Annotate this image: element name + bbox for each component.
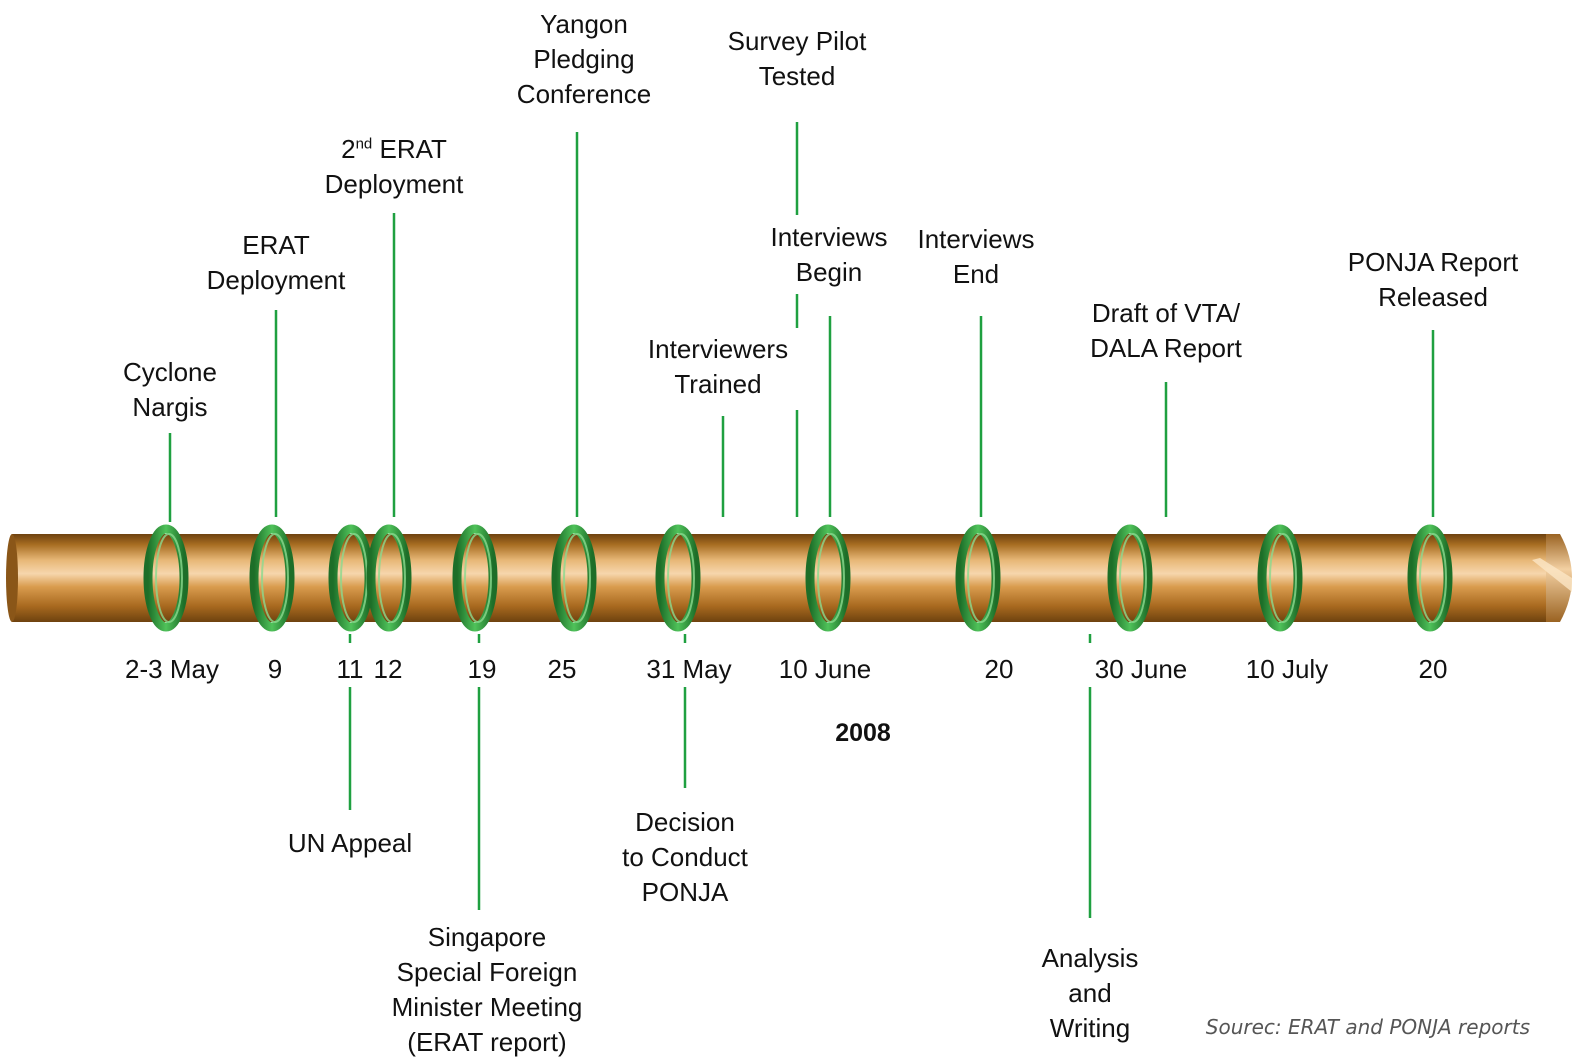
event-analysis-writing: Analysis and Writing (1042, 941, 1139, 1046)
event-interviews-begin: Interviews Begin (770, 220, 887, 290)
event-line: ERAT (242, 230, 310, 260)
event-line: Cyclone (123, 357, 217, 387)
event-interviews-end: Interviews End (917, 222, 1034, 292)
event-line: Conference (516, 79, 652, 109)
timeline-pipe (6, 534, 1572, 622)
event-line: Draft of VTA/ (1091, 298, 1241, 328)
event-line: Released (1378, 282, 1488, 312)
event-line: Interviews (770, 222, 888, 252)
date-label: 2-3 May (125, 654, 219, 684)
event-connectors (168, 122, 1435, 918)
event-singapore-meeting: Singapore Special Foreign Minister Meeti… (392, 920, 583, 1060)
timeline-rings (143, 524, 1453, 632)
timeline-ring (452, 524, 498, 632)
timeline-ring (143, 524, 189, 632)
date-label: 9 (267, 654, 283, 684)
event-line: End (952, 259, 1000, 289)
timeline-ring (249, 524, 295, 632)
timeline-ring (366, 524, 412, 632)
event-second-erat: 2nd ERAT Deployment (325, 132, 464, 202)
event-line: Yangon (540, 9, 628, 39)
event-line-rest: ERAT (372, 134, 447, 164)
event-line: Nargis (132, 392, 208, 422)
event-line: PONJA (641, 877, 729, 907)
event-line: to Conduct (622, 842, 748, 872)
year-label: 2008 (835, 719, 891, 747)
event-line: Writing (1049, 1013, 1131, 1043)
event-line: Interviewers (647, 334, 789, 364)
date-label: 31 May (646, 654, 732, 684)
event-line: Special Foreign (396, 957, 578, 987)
event-survey-pilot: Survey Pilot Tested (728, 24, 867, 94)
ordinal-suffix: nd (355, 135, 373, 153)
ordinal-number: 2 (341, 134, 356, 164)
date-label: 20 (984, 654, 1014, 684)
event-line: and (1068, 978, 1112, 1008)
event-line: Pledging (533, 44, 635, 74)
date-label: 10 June (778, 654, 872, 684)
event-line: UN Appeal (287, 828, 413, 858)
timeline-ring (1257, 524, 1303, 632)
date-label: 30 June (1094, 654, 1188, 684)
timeline-ring (1407, 524, 1453, 632)
event-yangon-pledging: Yangon Pledging Conference (517, 7, 651, 112)
timeline-ring (1107, 524, 1153, 632)
timeline-ring (955, 524, 1001, 632)
event-line: Decision (635, 807, 735, 837)
date-label: 20 (1418, 654, 1448, 684)
event-line: Analysis (1041, 943, 1139, 973)
event-line: Minister Meeting (391, 992, 583, 1022)
event-line: DALA Report (1090, 333, 1242, 363)
event-un-appeal: UN Appeal (288, 826, 412, 861)
event-decision-ponja: Decision to Conduct PONJA (622, 805, 748, 910)
timeline-ring (805, 524, 851, 632)
date-label: 25 (547, 654, 577, 684)
date-label: 19 (467, 654, 497, 684)
event-line: PONJA Report (1347, 247, 1519, 277)
date-label: 12 (373, 654, 403, 684)
event-line: Singapore (427, 922, 547, 952)
date-label: 10 July (1245, 654, 1329, 684)
event-line: Begin (795, 257, 863, 287)
source-note: Sourec: ERAT and PONJA reports (1205, 1015, 1530, 1039)
event-line: 2nd ERAT (325, 132, 464, 167)
event-line: Interviews (917, 224, 1035, 254)
event-line: Survey Pilot (727, 26, 867, 56)
event-line: Trained (674, 369, 762, 399)
event-line: Deployment (206, 265, 346, 295)
event-erat-deployment: ERAT Deployment (207, 228, 346, 298)
date-label: 11 (336, 654, 364, 684)
event-cyclone-nargis: Cyclone Nargis (123, 355, 217, 425)
event-ponja-released: PONJA Report Released (1348, 245, 1519, 315)
timeline-ring (551, 524, 597, 632)
event-draft-vta: Draft of VTA/ DALA Report (1090, 296, 1242, 366)
event-line: (ERAT report) (407, 1027, 567, 1057)
event-interviewers-trained: Interviewers Trained (648, 332, 788, 402)
event-line: Deployment (324, 169, 464, 199)
timeline-ring (655, 524, 701, 632)
event-line: Tested (758, 61, 836, 91)
